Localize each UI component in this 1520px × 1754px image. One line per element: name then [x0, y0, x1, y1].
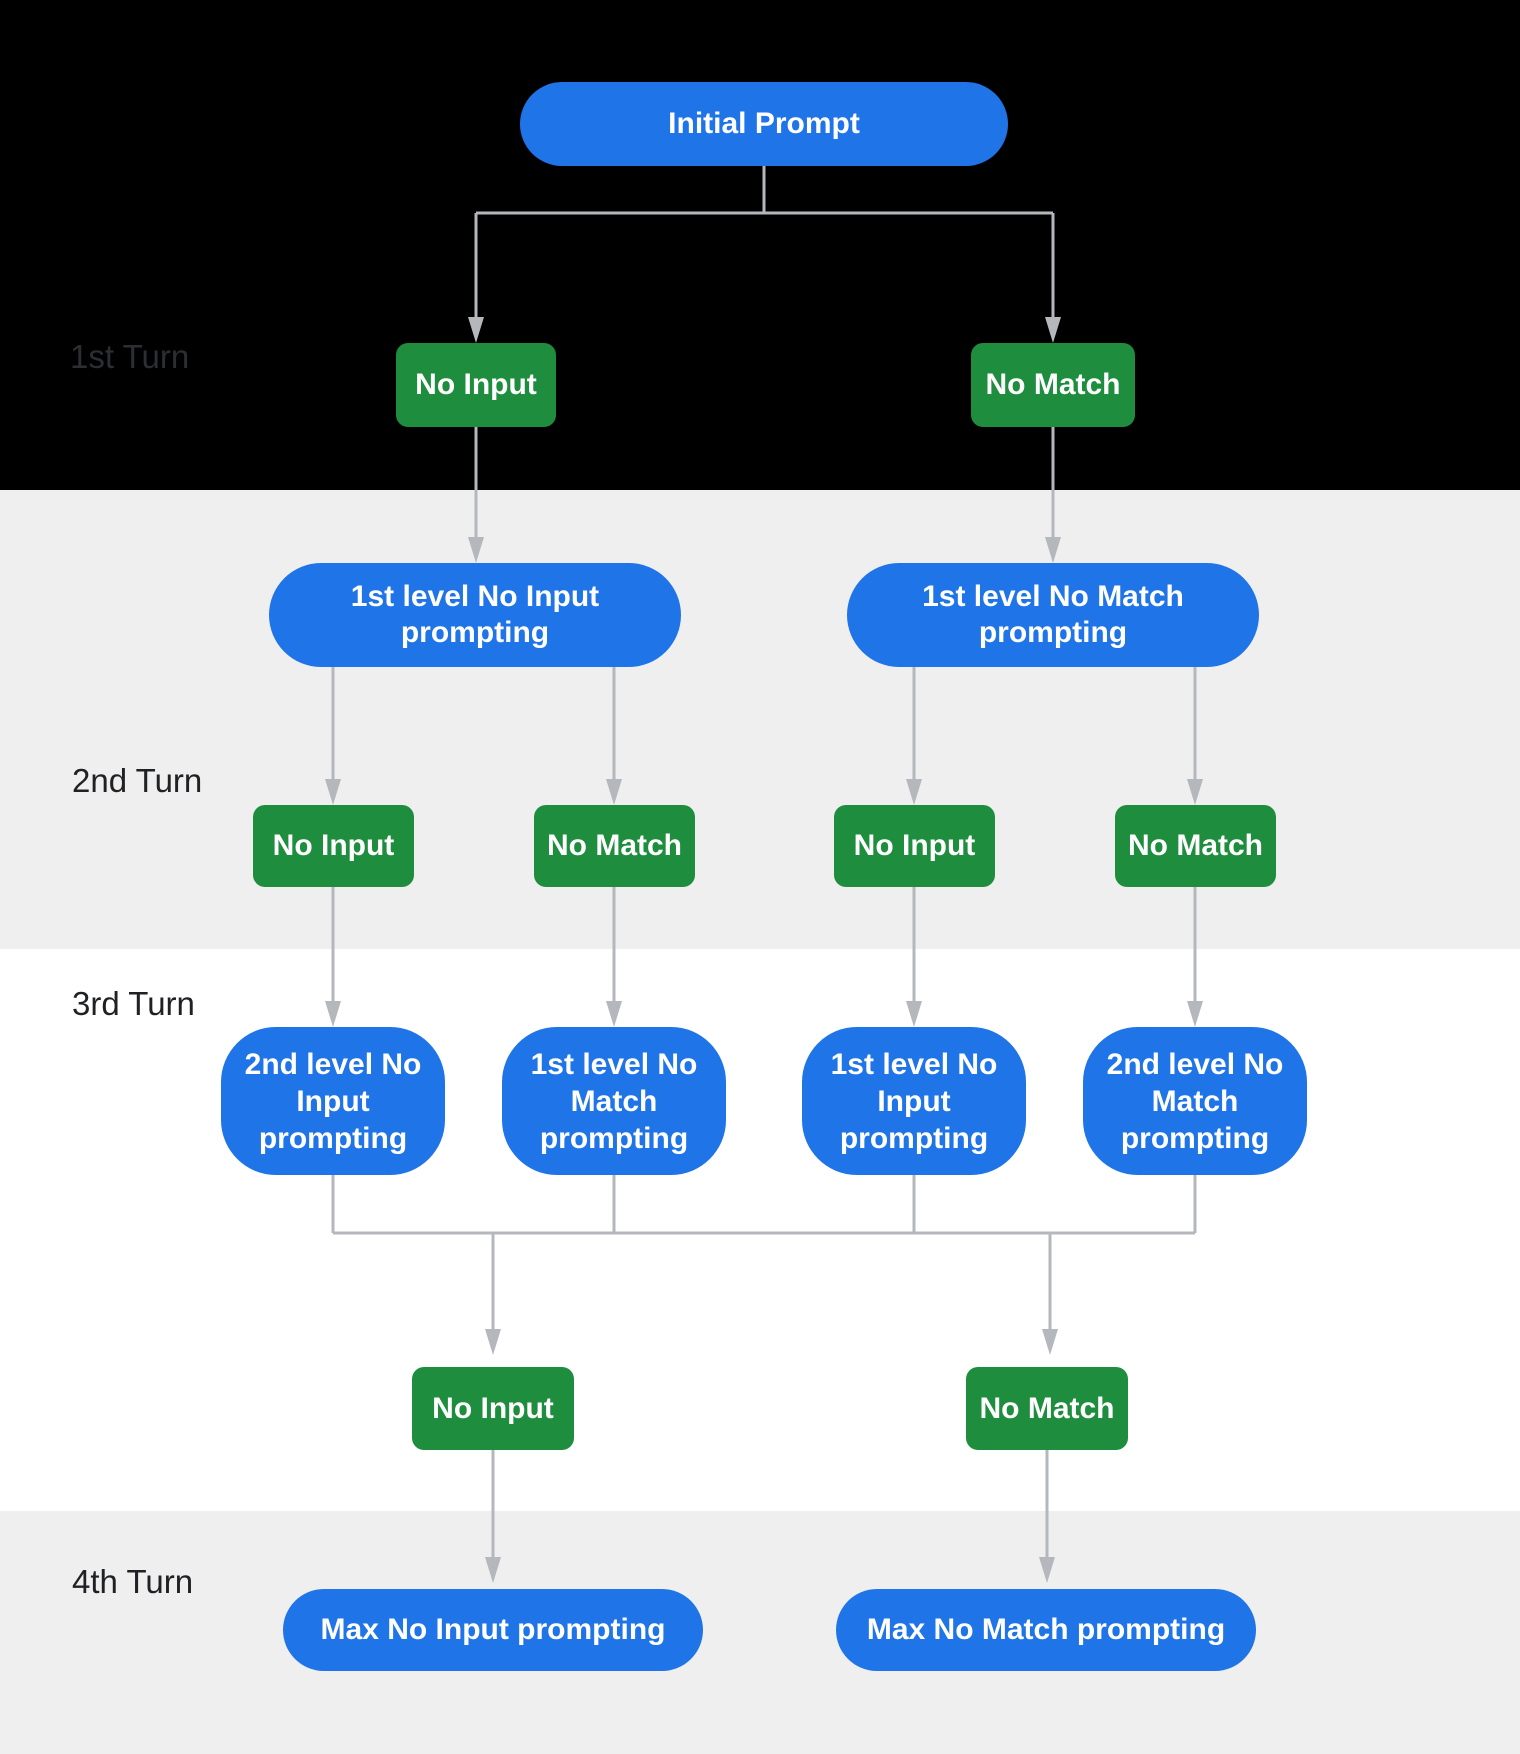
band-turn4-gray [0, 1511, 1520, 1754]
band-turn1-black [0, 0, 1520, 490]
node-t2-outcome-no-input-2: No Input [834, 805, 995, 887]
node-t3-1st-level-no-match: 1st level No Match prompting [502, 1027, 726, 1175]
node-t2-outcome-no-match-1: No Match [534, 805, 695, 887]
node-t1-no-match: No Match [971, 343, 1135, 427]
branch-initial-prompt [468, 166, 1061, 343]
node-t3-1st-level-no-input: 1st level No Input prompting [802, 1027, 1026, 1175]
node-t2-outcome-no-input-1: No Input [253, 805, 414, 887]
node-max-no-input-prompting: Max No Input prompting [283, 1589, 703, 1671]
node-t3-2nd-level-no-match: 2nd level No Match prompting [1083, 1027, 1307, 1175]
arrows-funnel-to-max [485, 1450, 1055, 1583]
node-t4-pre-no-match: No Match [966, 1367, 1128, 1450]
node-t1-no-input: No Input [396, 343, 556, 427]
turn-label-4: 4th Turn [72, 1563, 194, 1600]
turn-label-2: 2nd Turn [72, 762, 203, 799]
node-t2-outcome-no-match-2: No Match [1115, 805, 1276, 887]
node-t2-no-input-prompting: 1st level No Input prompting [269, 563, 681, 667]
node-max-no-match-prompting: Max No Match prompting [836, 1589, 1256, 1671]
turn-label-1: 1st Turn [70, 338, 190, 375]
node-t4-pre-no-input: No Input [412, 1367, 574, 1450]
arrows-outcomes-to-t3 [325, 887, 1203, 1027]
node-initial-prompt: Initial Prompt [520, 82, 1008, 166]
arrowhead-to-t1-no-match [1045, 317, 1061, 343]
node-t3-2nd-level-no-input: 2nd level No Input prompting [221, 1027, 445, 1175]
arrows-t2-to-outcomes [325, 667, 1203, 805]
arrows-t1-to-t2 [468, 427, 1061, 563]
turn-label-3: 3rd Turn [72, 985, 195, 1022]
funnel-bus [331, 1175, 1197, 1355]
arrowhead-to-t1-no-input [468, 317, 484, 343]
node-t2-no-match-prompting: 1st level No Match prompting [847, 563, 1259, 667]
